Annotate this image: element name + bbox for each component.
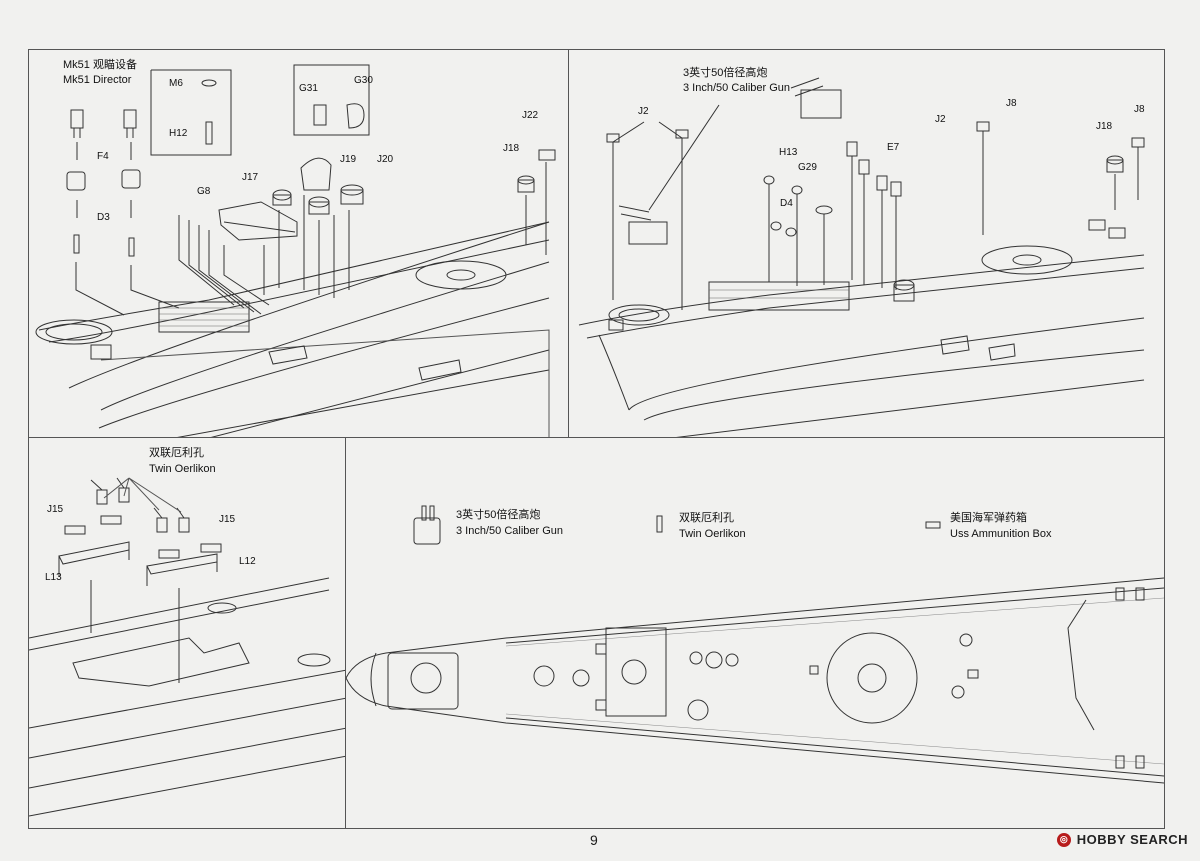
part-label-e7: E7	[887, 142, 900, 153]
legend-gun-en: 3 Inch/50 Caliber Gun	[456, 525, 564, 537]
part-label-h13: H13	[779, 147, 798, 158]
part-label-j18: J18	[503, 143, 520, 154]
part-label-j20: J20	[377, 154, 394, 165]
part-label-m6: M6	[169, 78, 183, 89]
part-label-g31: G31	[299, 83, 318, 94]
part-label-g30: G30	[354, 75, 373, 86]
panel-top-view: 3英寸50倍径高炮 3 Inch/50 Caliber Gun 双联厄利孔 Tw…	[345, 437, 1165, 829]
watermark-text: HOBBY SEARCH	[1076, 832, 1188, 847]
top-view-drawing	[346, 505, 1164, 784]
legend-ammo-cn: 美国海军弹药箱	[950, 512, 1027, 524]
part-label-j22: J22	[522, 110, 539, 121]
legend-oerlikon-en: Twin Oerlikon	[679, 528, 746, 540]
gun-title-en: 3 Inch/50 Caliber Gun	[683, 82, 791, 94]
part-label-l12: L12	[239, 556, 256, 567]
mk51-title-cn: Mk51 观瞄设备	[63, 59, 137, 71]
page-number: 9	[590, 832, 598, 848]
oerlikon-title-cn: 双联厄利孔	[149, 447, 204, 459]
panel-mk51-director: Mk51 观瞄设备 Mk51 Director M6 H12 G31 G30 F…	[28, 49, 569, 438]
part-label-g29: G29	[798, 162, 817, 173]
part-label-j8b: J8	[1134, 104, 1145, 115]
part-label-j8a: J8	[1006, 98, 1017, 109]
part-label-l13: L13	[45, 572, 62, 583]
panel-3inch-gun: 3英寸50倍径高炮 3 Inch/50 Caliber Gun J2 J2 J8…	[568, 49, 1165, 438]
part-label-j18: J18	[1096, 121, 1113, 132]
part-label-j15a: J15	[47, 504, 64, 515]
part-label-d4: D4	[780, 198, 793, 209]
part-label-g8: G8	[197, 186, 211, 197]
legend-ammo-en: Uss Ammunition Box	[950, 528, 1052, 540]
oerlikon-title-en: Twin Oerlikon	[149, 463, 216, 475]
legend-gun-cn: 3英寸50倍径高炮	[456, 509, 541, 521]
hull-drawing-2	[578, 77, 1145, 437]
part-label-j19: J19	[340, 154, 357, 165]
panel-twin-oerlikon: 双联厄利孔 Twin Oerlikon J15 J15 L13 L12	[28, 437, 346, 829]
part-label-j15b: J15	[219, 514, 236, 525]
part-label-f4: F4	[97, 151, 109, 162]
watermark: ◎ HOBBY SEARCH	[1056, 832, 1188, 847]
hull-drawing-3	[29, 477, 345, 817]
part-label-j17: J17	[242, 172, 259, 183]
hull-drawing-1	[35, 64, 556, 437]
part-label-j2a: J2	[638, 106, 649, 117]
hobby-search-logo-icon: ◎	[1056, 832, 1071, 847]
gun-title-cn: 3英寸50倍径高炮	[683, 67, 768, 79]
part-label-j2b: J2	[935, 114, 946, 125]
legend-oerlikon-cn: 双联厄利孔	[679, 512, 734, 524]
part-label-h12: H12	[169, 128, 188, 139]
mk51-title-en: Mk51 Director	[63, 74, 132, 86]
part-label-d3: D3	[97, 212, 110, 223]
